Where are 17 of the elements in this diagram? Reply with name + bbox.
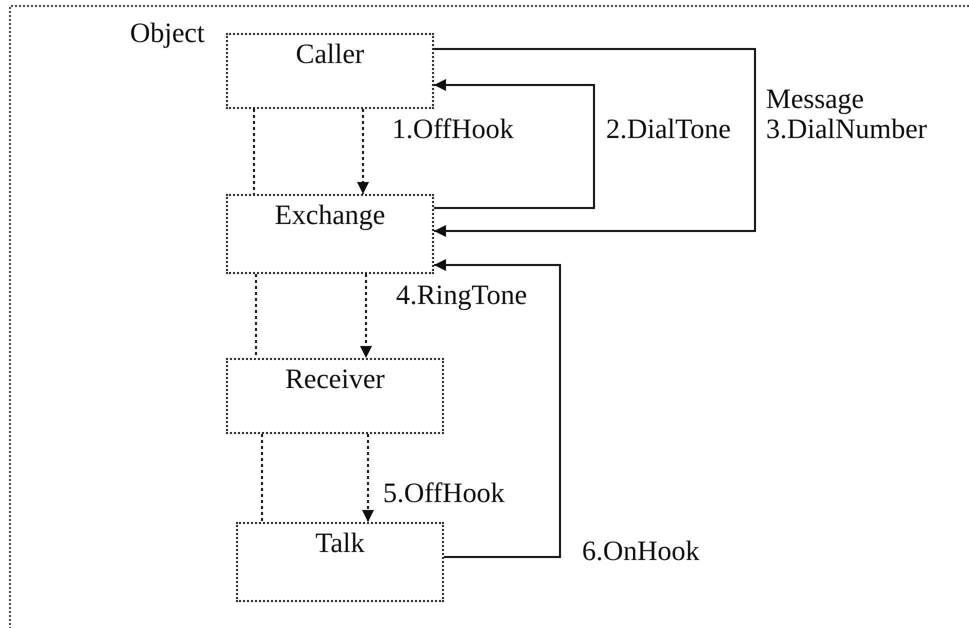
message-arrow [434,79,595,209]
message-arrow [362,434,374,522]
object-name: Caller [296,39,364,72]
lifeline-line [253,109,255,194]
object-name: Receiver [285,364,385,396]
object-box [226,358,444,434]
object-name: Exchange [274,200,386,232]
object-name: Talk [315,528,365,560]
message-arrow [434,259,561,558]
lifeline-line [255,274,257,358]
object-box [226,33,434,109]
message-arrow [360,274,372,358]
object-box [236,522,444,602]
message-arrow [357,109,369,194]
lifeline-line [261,434,263,522]
message-arrow [434,48,756,237]
object-box [226,194,434,274]
